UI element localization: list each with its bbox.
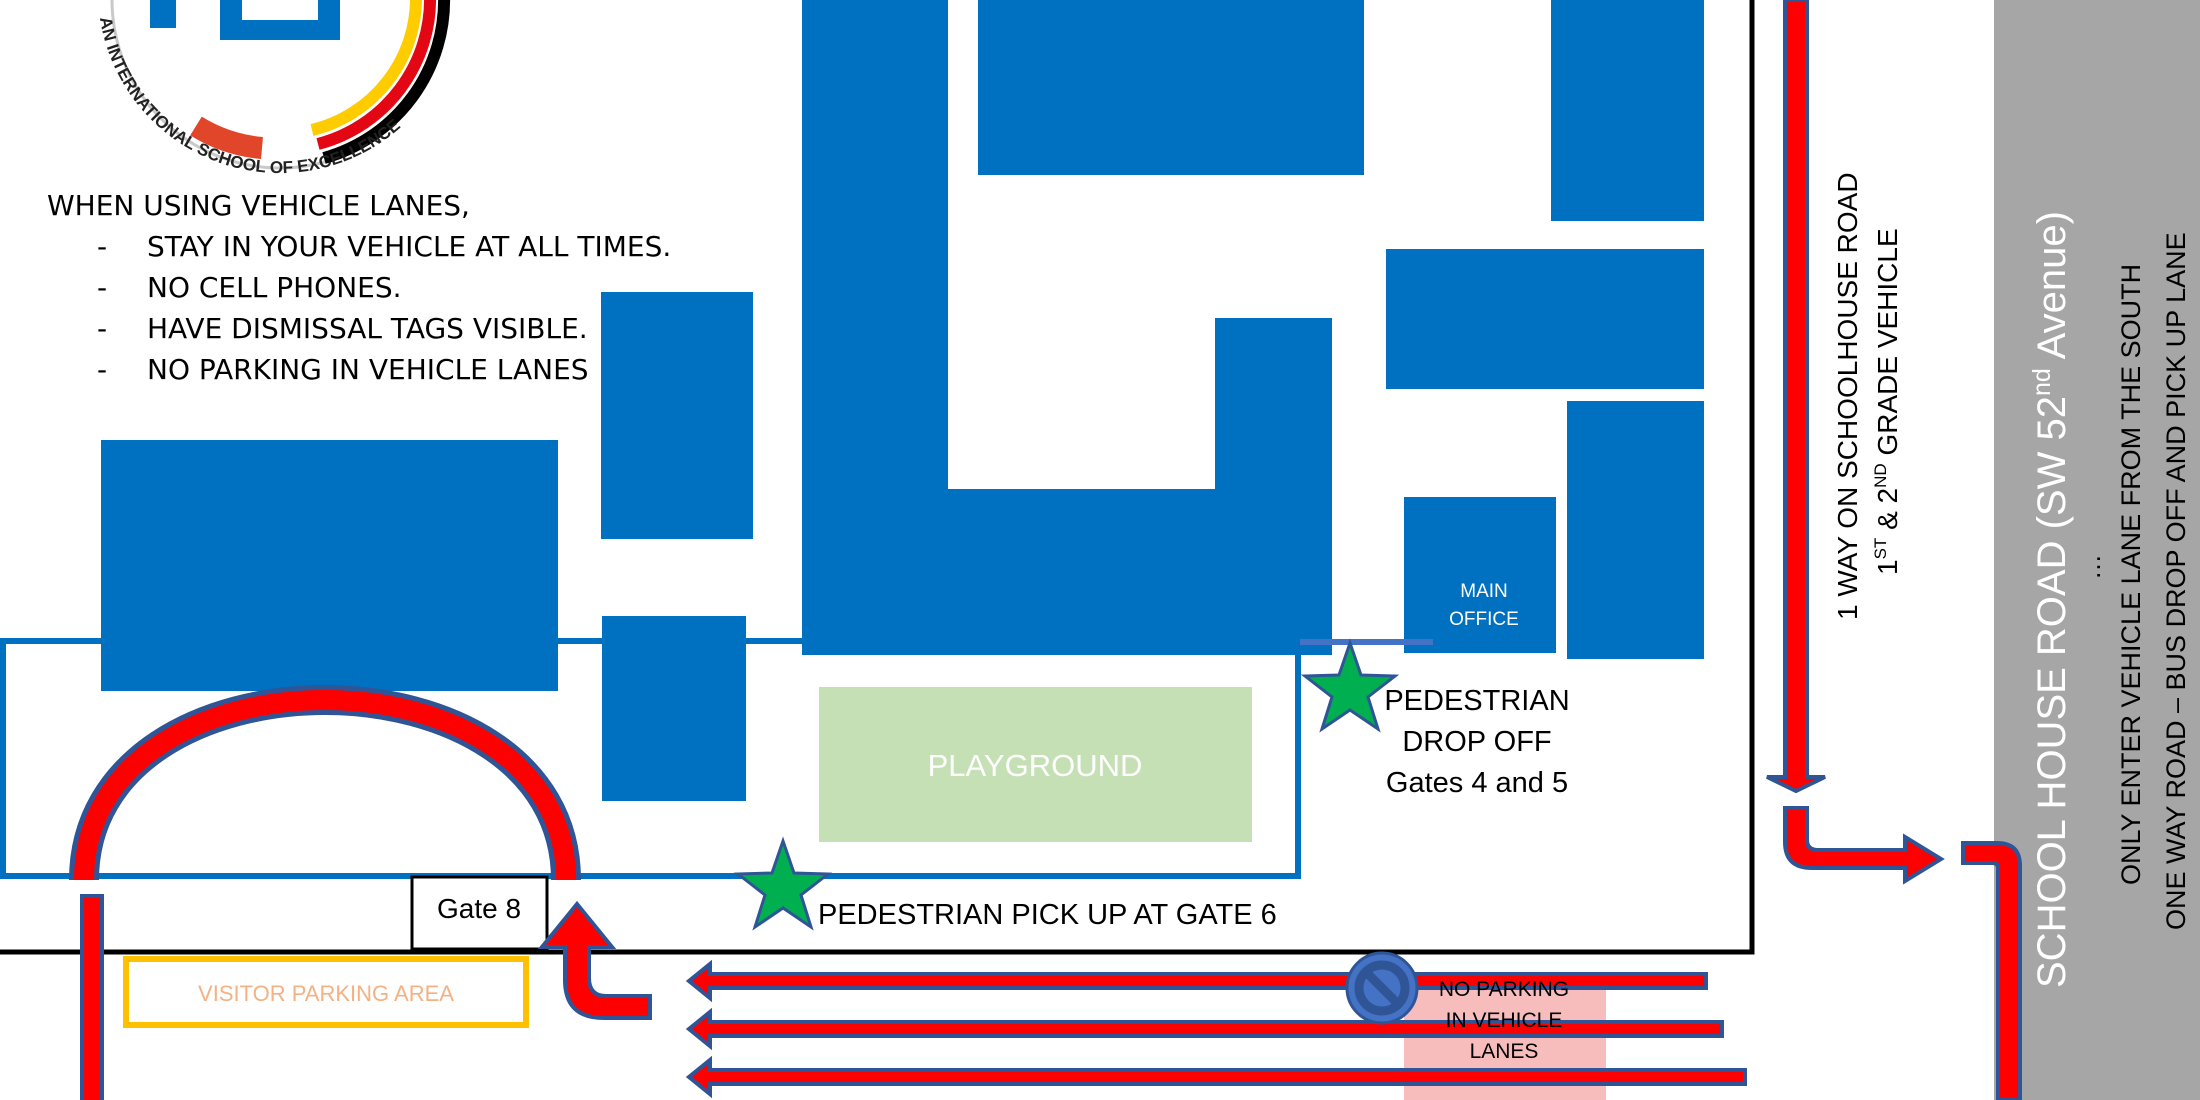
lane-arrow-westbound-2 — [685, 1007, 1724, 1051]
logo-letters — [150, 0, 340, 40]
pedestrian-dropoff-line1: PEDESTRIAN — [1384, 685, 1569, 717]
one-way-sign: 1 WAY ON SCHOOLHOUSE ROAD 1ST & 2ND GRAD… — [1832, 172, 1903, 620]
building-mid-lower — [602, 616, 746, 801]
no-parking-line3: LANES — [1470, 1040, 1539, 1063]
lane-arrow-westbound-3 — [685, 1055, 1747, 1099]
building-west-large — [101, 440, 558, 691]
drop-off-gate-bar — [1300, 639, 1433, 645]
visitor-parking-area — [123, 956, 529, 1028]
road-name: SCHOOL HOUSE ROAD (SW 52nd Avenue) — [2028, 211, 2074, 988]
rules-item-2: NO CELL PHONES. — [147, 271, 402, 304]
road-notes: ONLY ENTER VEHICLE LANE FROM THE SOUTH O… — [2116, 232, 2191, 930]
road-note-line1: ONLY ENTER VEHICLE LANE FROM THE SOUTH — [2116, 264, 2146, 885]
rules-heading: WHEN USING VEHICLE LANES, — [47, 189, 470, 222]
logo-flag-band-black — [322, 0, 451, 164]
one-way-sign-line1: 1 WAY ON SCHOOLHOUSE ROAD — [1832, 172, 1863, 620]
car-loop-arch — [69, 685, 581, 881]
rules-bullet-2: - — [97, 271, 107, 304]
logo-flag-band-red — [316, 0, 436, 150]
playground-area — [819, 687, 1252, 842]
gate-8-turn-arrow — [537, 900, 652, 1020]
rules-item-4: NO PARKING IN VEHICLE LANES — [147, 353, 589, 386]
pedestrian-dropoff-line3: Gates 4 and 5 — [1386, 767, 1568, 799]
west-exit-lane — [80, 894, 104, 1100]
building-east-mid — [1386, 249, 1704, 389]
no-parking-icon — [1345, 951, 1419, 1025]
buildings — [101, 0, 1704, 801]
building-mid-upper — [601, 292, 753, 539]
pedestrian-dropoff-line2: DROP OFF — [1402, 726, 1551, 758]
building-east-lower — [1567, 401, 1704, 659]
main-office-label-line1: MAIN — [1460, 581, 1508, 602]
playground-label: PLAYGROUND — [928, 748, 1143, 783]
rules-item-1: STAY IN YOUR VEHICLE AT ALL TIMES. — [147, 230, 671, 263]
rules-bullet-1: - — [97, 230, 107, 263]
road-ellipsis: … — [2076, 554, 2106, 580]
no-parking-line1: NO PARKING — [1439, 978, 1569, 1001]
logo-red-swoosh — [190, 116, 264, 159]
turn-to-road-arrow — [1783, 806, 1945, 885]
logo-flag-band-gold — [310, 0, 422, 136]
school-house-road — [1994, 0, 2200, 1100]
vehicle-lane-rules: WHEN USING VEHICLE LANES, - STAY IN YOUR… — [47, 189, 671, 386]
gate-8-box — [410, 875, 549, 951]
lane-arrow-westbound-1 — [685, 959, 1708, 1003]
building-northeast-tall — [1551, 0, 1704, 221]
one-way-sign-line2: 1ST & 2ND GRADE VEHICLE — [1871, 228, 1903, 575]
building-north-center — [978, 0, 1364, 175]
school-logo: AN INTERNATIONAL SCHOOL OF EXCELLENCE — [96, 0, 451, 177]
rules-bullet-4: - — [97, 353, 107, 386]
no-parking-line2: IN VEHICLE — [1446, 1009, 1563, 1032]
rules-item-3: HAVE DISMISSAL TAGS VISIBLE. — [147, 312, 588, 345]
main-office-label-line2: OFFICE — [1449, 609, 1519, 630]
road-note-line2: ONE WAY ROAD – BUS DROP OFF AND PICK UP … — [2161, 232, 2191, 930]
building-main-u — [802, 0, 1332, 655]
pedestrian-pickup-star-icon — [733, 836, 833, 931]
pedestrian-dropoff-star-icon — [1300, 638, 1400, 733]
road-name-label: SCHOOL HOUSE ROAD (SW 52nd Avenue) — [2028, 211, 2074, 988]
building-main-office — [1404, 497, 1556, 653]
road-lane-arrow — [1961, 841, 2022, 1100]
pedestrian-pickup-label: PEDESTRIAN PICK UP AT GATE 6 — [818, 899, 1277, 931]
rules-bullet-3: - — [97, 312, 107, 345]
car-loop-arch-fill — [74, 690, 576, 881]
visitor-parking-label: VISITOR PARKING AREA — [198, 981, 454, 1006]
gate-8-label: Gate 8 — [437, 893, 521, 924]
one-way-south-arrow — [1766, 0, 1826, 794]
